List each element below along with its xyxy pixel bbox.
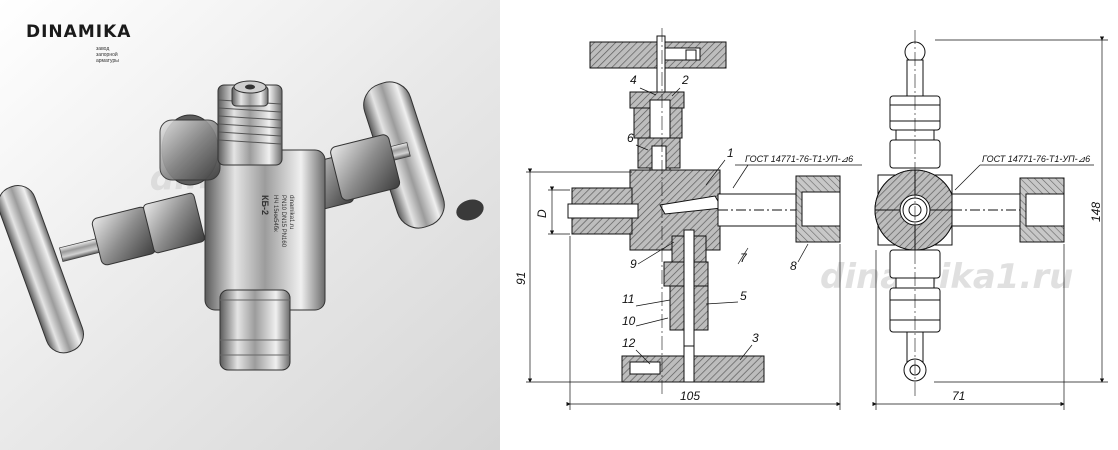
front-dimensions — [526, 168, 841, 410]
callout-1: 1 — [727, 146, 734, 160]
side-gost-text: ГОСТ 14771-76-Т1-УП-⊿6 — [982, 154, 1090, 164]
brand-name: DINAMIKA — [26, 22, 132, 42]
front-weld-note: ГОСТ 14771-76-Т1-УП-⊿6 — [732, 154, 862, 189]
front-callouts — [635, 87, 809, 365]
brand-tagline-1: завод — [96, 46, 110, 52]
valve-body — [159, 114, 326, 311]
marking-line-3: PN10 DN15 PN160 — [280, 195, 286, 248]
callout-6: 6 — [627, 131, 634, 145]
brand-tagline-2: запорной — [96, 52, 118, 58]
bottom-fitting — [219, 289, 291, 371]
drawing-watermark: dinamika1.ru — [820, 257, 1073, 297]
callout-2: 2 — [681, 73, 689, 87]
left-packing-nut — [91, 192, 205, 266]
callout-3: 3 — [752, 331, 759, 345]
callout-12: 12 — [622, 336, 636, 350]
callout-5: 5 — [740, 289, 747, 303]
brand-tagline-3: арматуры — [96, 58, 119, 64]
dim-91: 91 — [514, 272, 528, 285]
callout-labels: 1 2 3 4 5 6 7 8 9 10 11 12 — [622, 73, 797, 350]
callout-10: 10 — [622, 314, 636, 328]
marking-line-1: КБ-2 — [260, 195, 270, 215]
technical-drawing: dinamika1.ru — [514, 28, 1108, 410]
brand-logo: DINAMIKA завод запорной арматуры — [26, 16, 156, 64]
front-view — [567, 28, 841, 396]
dim-71: 71 — [952, 389, 965, 403]
callout-8: 8 — [790, 259, 797, 273]
callout-11: 11 — [622, 292, 634, 306]
side-dimensions — [872, 36, 1108, 410]
marking-line-2: НЧ 15нж54бк — [272, 195, 278, 232]
body-marking: КБ-2 НЧ 15нж54бк PN10 DN15 PN160 dinamik… — [260, 195, 294, 248]
product-photo: dinamika1 — [0, 0, 500, 450]
dim-148: 148 — [1089, 202, 1103, 222]
front-gost-text: ГОСТ 14771-76-Т1-УП-⊿6 — [745, 154, 853, 164]
side-weld-note: ГОСТ 14771-76-Т1-УП-⊿6 — [954, 154, 1094, 191]
marking-line-4: dinamika1.ru — [288, 195, 294, 229]
dim-d: D — [535, 209, 549, 218]
callout-7: 7 — [740, 251, 748, 265]
top-fitting — [217, 80, 283, 166]
callout-4: 4 — [630, 73, 637, 87]
callout-9: 9 — [630, 257, 637, 271]
side-view — [874, 30, 1065, 396]
dim-105: 105 — [680, 389, 700, 403]
